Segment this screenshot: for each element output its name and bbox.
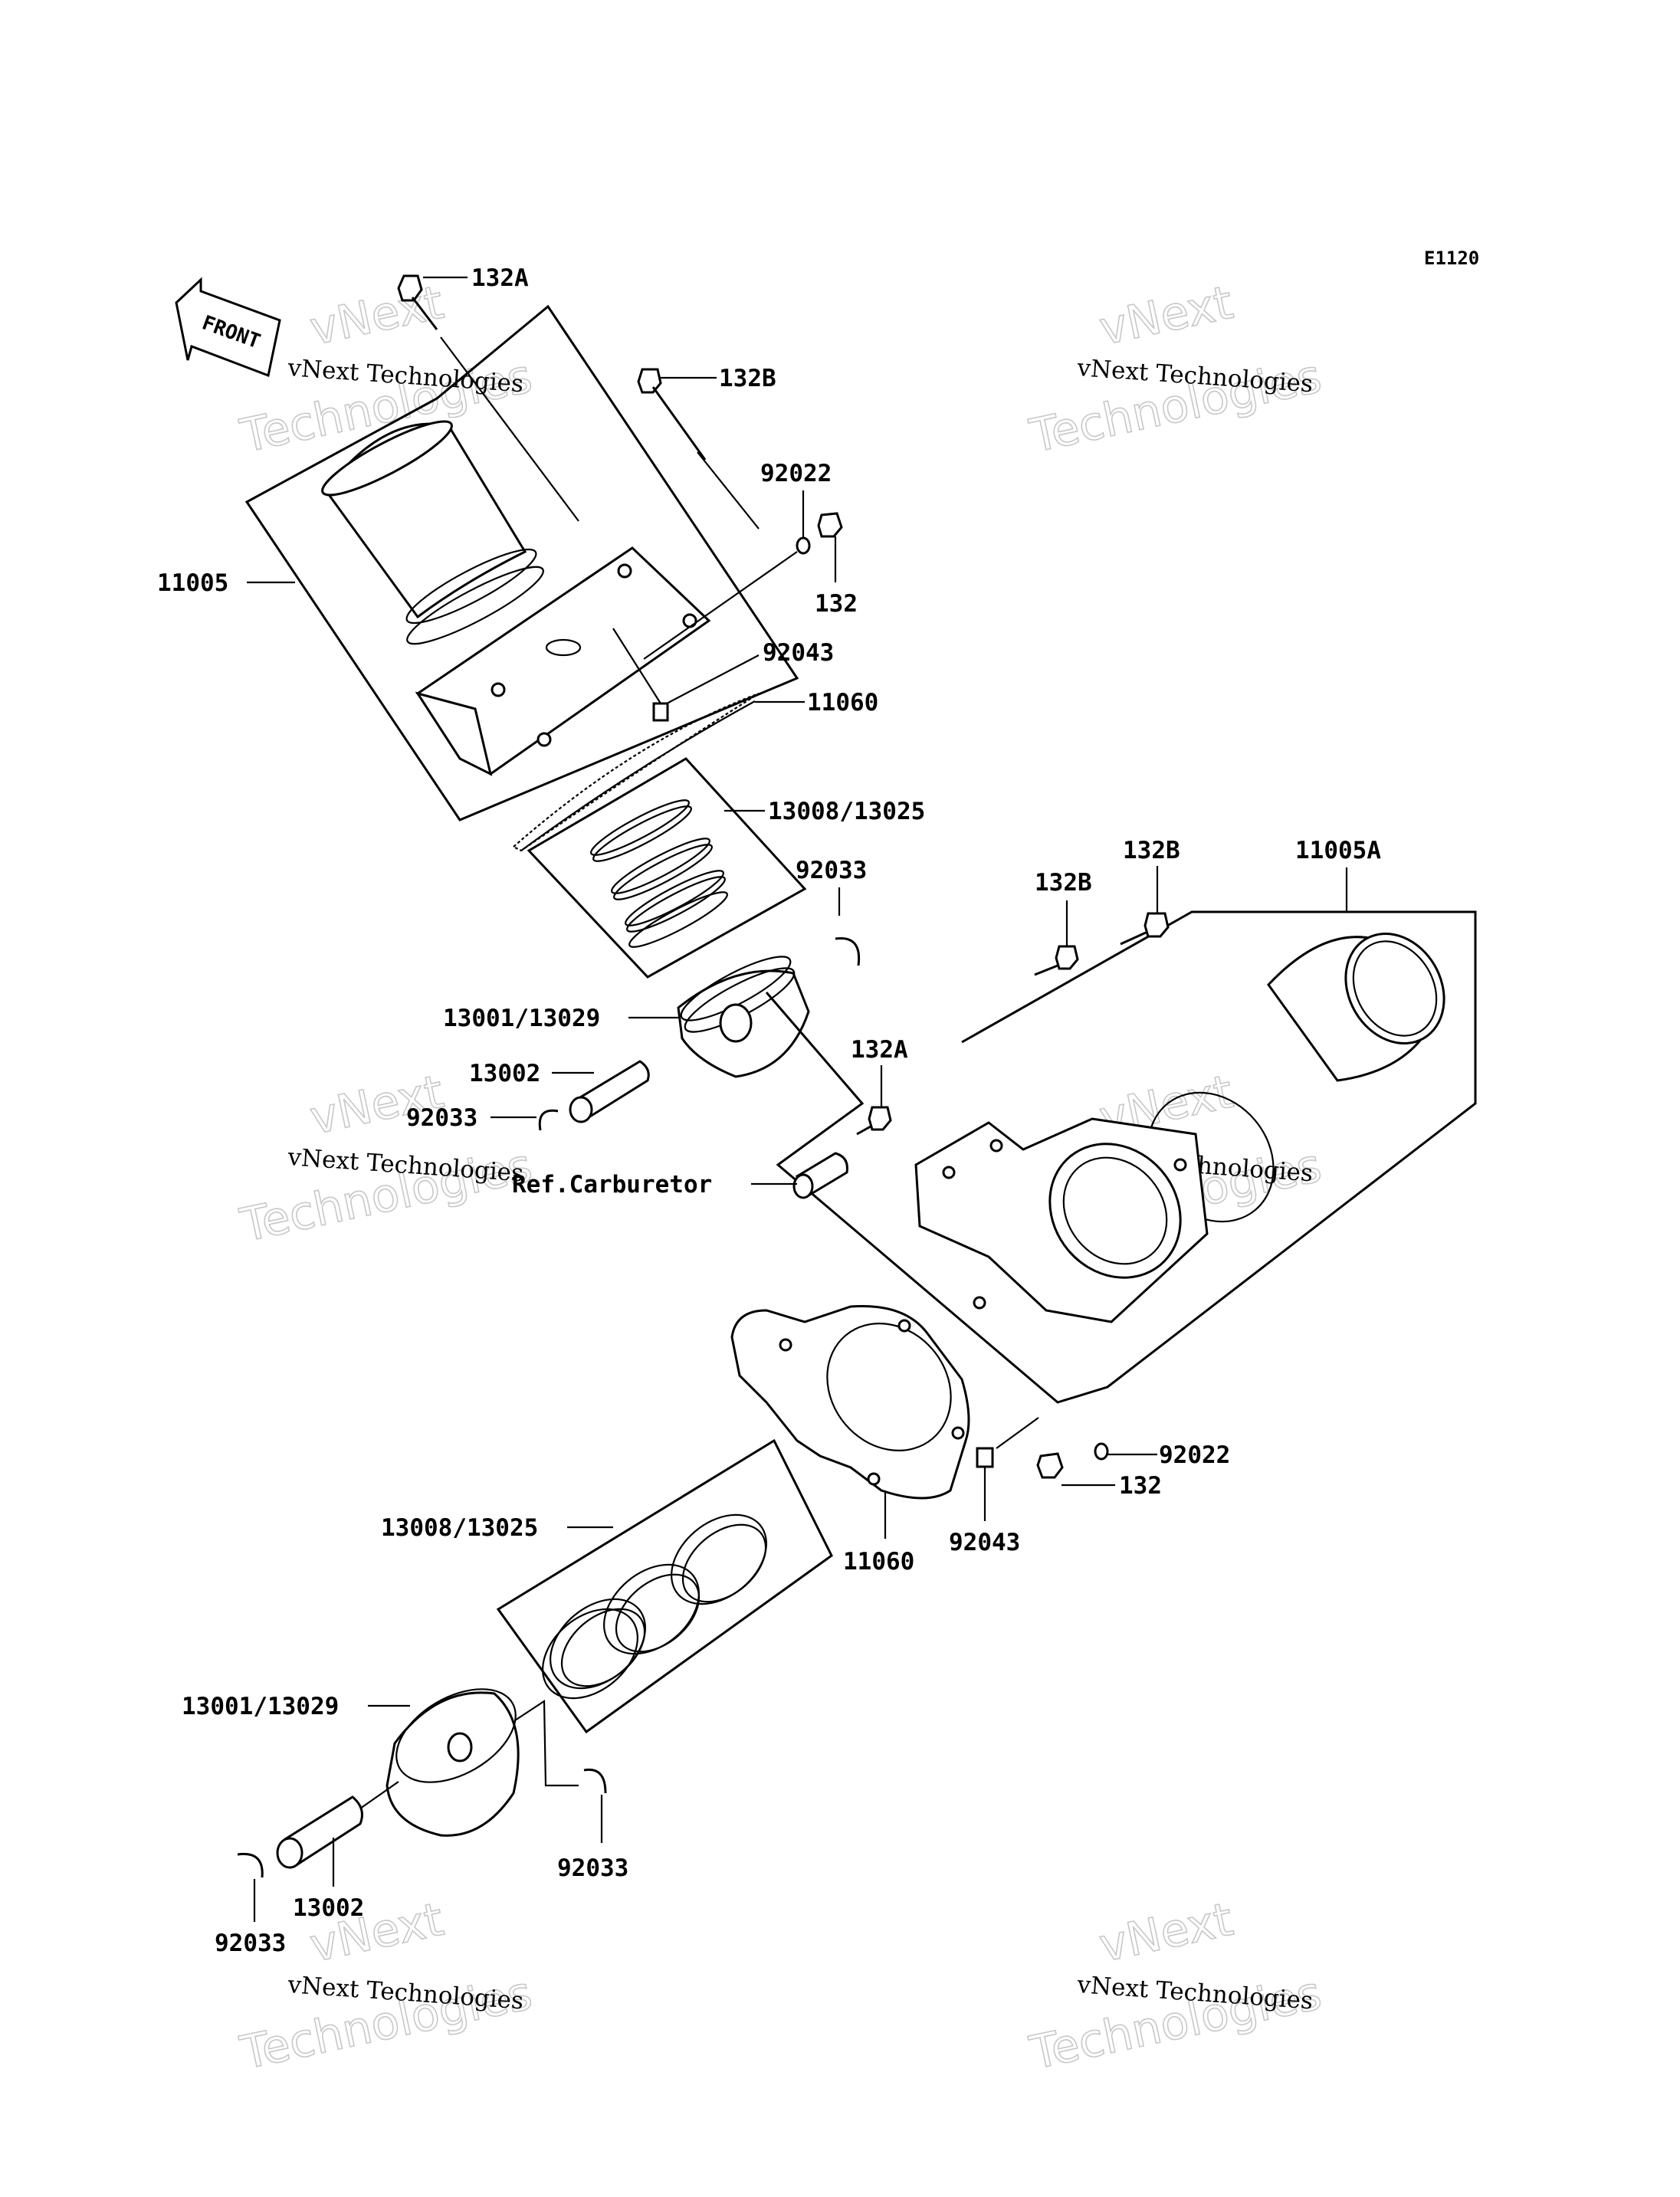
cylinder-block-lower	[914, 1117, 1209, 1323]
front-arrow-icon: FRONT	[175, 277, 281, 378]
lower-assembly	[237, 910, 1477, 1878]
watermark-bottom-left: vNext Technologies vNext Technologies	[235, 1892, 537, 2081]
label-13002-lower: 13002	[293, 1894, 364, 1922]
piston-pin-lower	[276, 1781, 399, 1869]
piston-lower	[386, 1688, 520, 1837]
dowel-92043-lower	[976, 1447, 994, 1468]
watermark-bottom-right: vNext Technologies vNext Technologies	[1025, 1892, 1327, 2081]
cylinder-sleeve-lower	[1267, 932, 1445, 1082]
label-92043-upper: 92043	[763, 639, 834, 667]
label-11005: 11005	[157, 569, 228, 597]
label-11060-lower: 11060	[843, 1548, 914, 1576]
label-132B-lower-a: 132B	[1035, 869, 1092, 897]
watermark-brand: vNext	[1095, 276, 1238, 356]
bolt-132A-lower	[856, 1106, 892, 1136]
washer-92022-upper	[643, 536, 811, 660]
bolt-132B-lower-a	[1034, 945, 1079, 976]
bolt-132B-lower-b	[1120, 912, 1170, 946]
label-132-lower: 132	[1119, 1472, 1162, 1500]
cylinder-sleeve-upper	[321, 420, 544, 645]
label-ref-carburetor: Ref.Carburetor	[512, 1171, 712, 1199]
label-132-upper: 132	[815, 590, 858, 618]
cylinder-block-upper	[415, 546, 711, 776]
dowel-92043-upper	[612, 628, 669, 722]
washer-92022-lower	[1094, 1442, 1109, 1461]
diagram-code: E1120	[1424, 248, 1479, 269]
label-132A-lower: 132A	[851, 1036, 908, 1064]
gasket-lower	[730, 1304, 970, 1500]
label-92043-lower: 92043	[949, 1529, 1020, 1556]
gasket-upper	[512, 692, 760, 852]
label-92033-upper-right: 92033	[796, 857, 867, 884]
piston-upper	[677, 956, 810, 1078]
piston-rings-upper	[590, 799, 728, 948]
bolt-132B-upper	[637, 368, 760, 530]
label-13002-upper: 13002	[469, 1060, 540, 1087]
label-92033-upper-left: 92033	[406, 1104, 477, 1132]
label-92022-lower: 92022	[1159, 1441, 1230, 1469]
piston-pin-upper	[569, 1060, 650, 1123]
watermark-brand: vNext	[1095, 1893, 1238, 1973]
bolt-132-lower	[1036, 1452, 1064, 1479]
label-11005A: 11005A	[1295, 837, 1381, 864]
circlip-lower-right	[583, 1768, 607, 1794]
circlip-upper-right	[835, 936, 861, 966]
label-13001-13029-upper: 13001/13029	[443, 1005, 600, 1032]
label-92022-upper: 92022	[760, 460, 832, 487]
circlip-upper-left	[538, 1109, 559, 1131]
label-11060-upper: 11060	[807, 689, 878, 716]
label-92033-lower-right: 92033	[557, 1854, 628, 1882]
bolt-132-upper	[817, 512, 843, 538]
label-13008-13025-upper: 13008/13025	[768, 798, 925, 825]
label-132B-lower-b: 132B	[1123, 837, 1180, 864]
label-132A-upper: 132A	[471, 264, 529, 292]
circlip-lower-left	[237, 1852, 264, 1878]
upper-assembly	[244, 274, 861, 1131]
label-132B-upper: 132B	[719, 365, 776, 392]
watermark-top-right: vNext Technologies vNext Technologies	[1025, 275, 1327, 464]
label-13008-13025-lower: 13008/13025	[381, 1514, 538, 1542]
bolt-132A-upper	[397, 274, 579, 522]
watermark-mid-left: vNext Technologies vNext Technologies	[235, 1064, 537, 1254]
ref-carburetor-fitting	[792, 1152, 848, 1199]
label-92033-lower-left: 92033	[215, 1930, 286, 1957]
piston-rings-lower	[542, 1513, 767, 1700]
upper-callouts: 132A 132B 92022 132 11005 92043 11060 13…	[157, 264, 925, 1132]
lower-callouts: 132B 132B 11005A 132A Ref.Carburetor 920…	[182, 837, 1381, 1957]
label-13001-13029-lower: 13001/13029	[182, 1693, 339, 1720]
